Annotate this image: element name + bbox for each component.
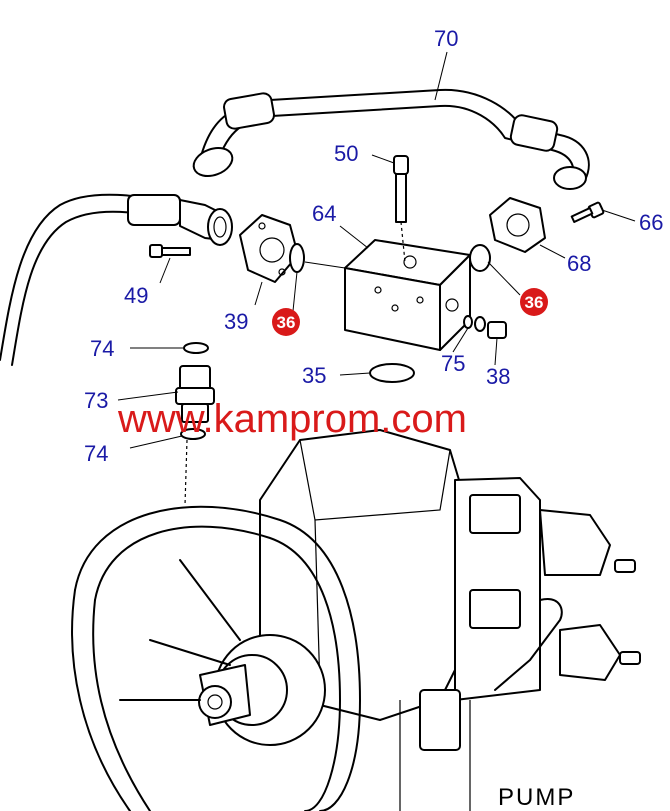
adapter-73 [175,342,215,506]
pump-body [259,429,641,811]
flange-68 [489,197,546,253]
callout-49: 49 [124,283,148,308]
bolt-50 [393,155,409,263]
o-ring-36-left [289,243,305,273]
leader-lines [117,51,636,449]
callout-74-upper: 74 [90,336,114,361]
callout-38: 38 [486,364,510,389]
callout-50: 50 [334,141,358,166]
watermark-text: www.kamprom.com [117,397,467,441]
hose-left [0,193,233,366]
callout-74-lower: 74 [84,441,108,466]
o-ring-36-right [469,244,491,272]
callout-badge-36-left: 36 [272,308,300,336]
callout-70: 70 [434,26,458,51]
bolt-49 [149,244,191,258]
callout-75: 75 [441,351,465,376]
hose-70 [192,88,590,190]
callout-68: 68 [567,251,591,276]
callout-badge-36-right: 36 [520,288,548,316]
flange-39 [239,214,299,283]
bolt-66 [570,201,605,223]
o-ring-35 [369,363,415,383]
callout-36-right: 36 [525,293,544,312]
callout-39: 39 [224,309,248,334]
callout-35: 35 [302,363,326,388]
callout-64: 64 [312,201,336,226]
callout-66: 66 [639,210,663,235]
plug-38 [463,315,507,339]
callout-73: 73 [84,388,108,413]
block-64 [344,239,471,351]
callout-36-left: 36 [277,313,296,332]
flywheel-housing [71,505,361,811]
diagram-caption: PUMP [498,784,575,811]
